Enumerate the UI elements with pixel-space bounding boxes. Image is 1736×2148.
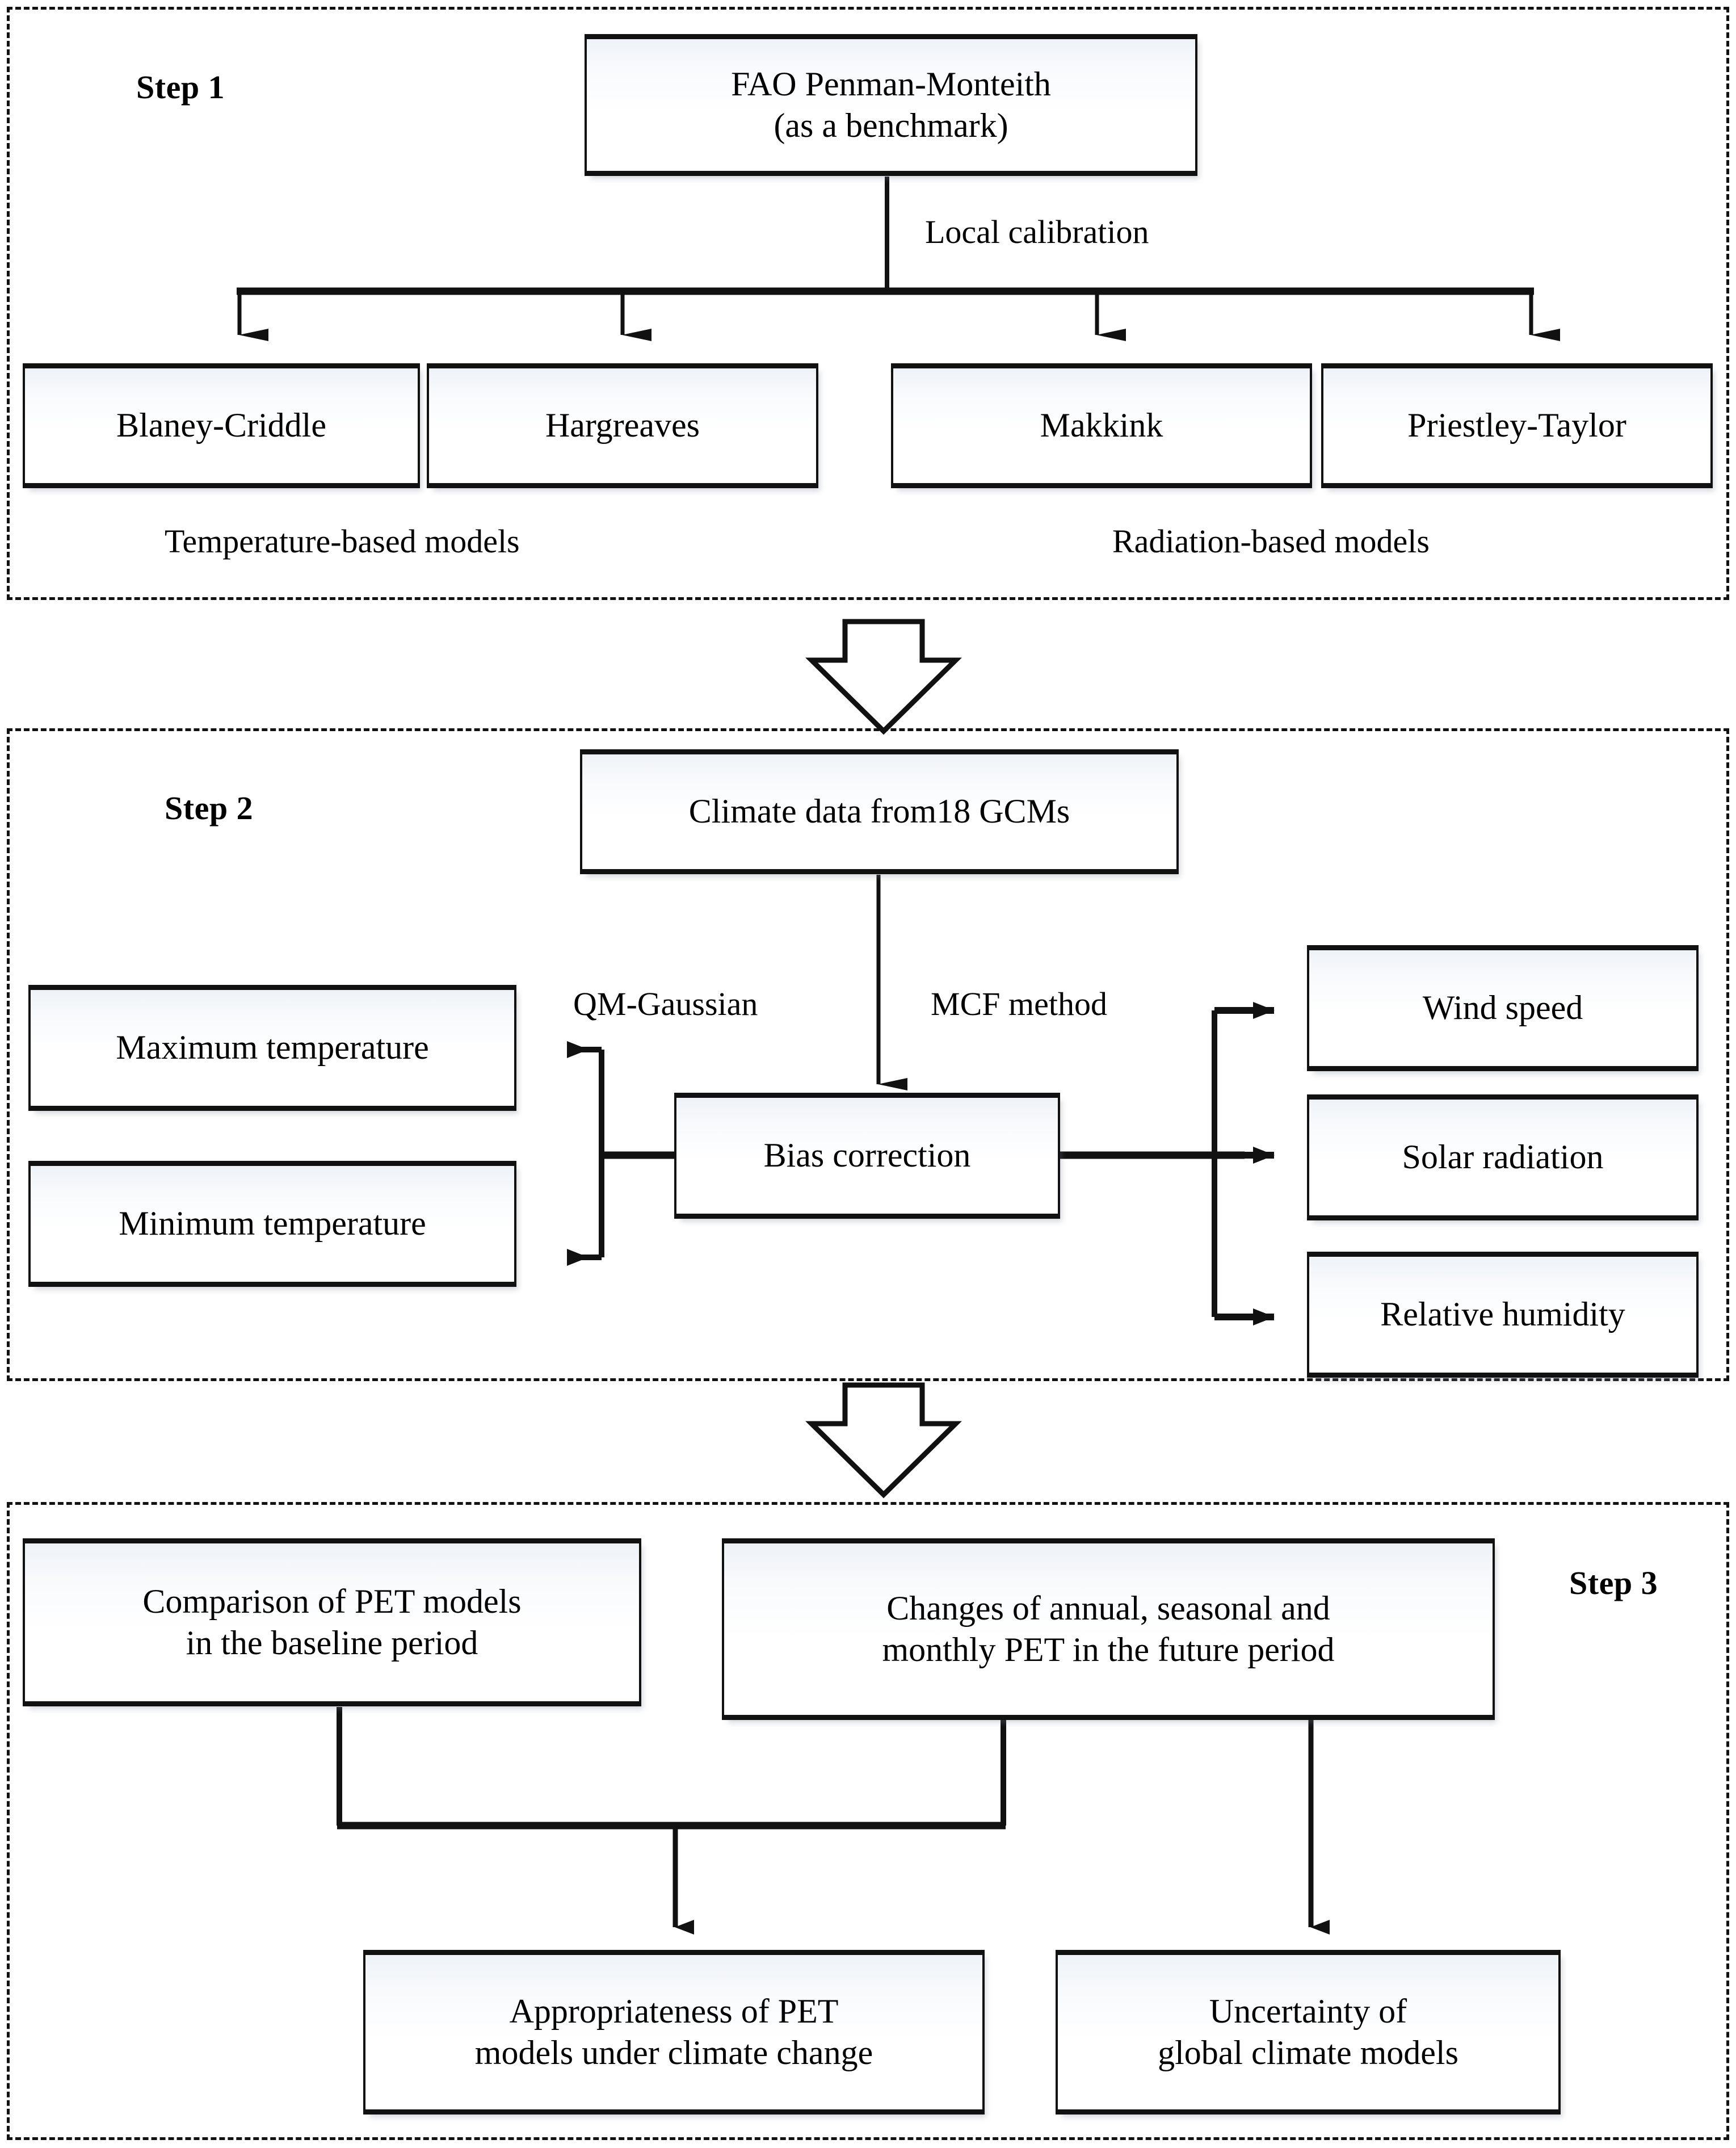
node-uncertainty-line-1: Uncertainty of (1209, 1992, 1407, 2030)
step-1-label: Step 1 (136, 69, 225, 106)
node-uncertainty-line-2: global climate models (1158, 2034, 1458, 2071)
node-blaney-criddle-label: Blaney-Criddle (116, 406, 326, 444)
block-arrow-step2-to-step3 (805, 1382, 962, 1499)
node-relative-humidity: Relative humidity (1307, 1252, 1699, 1378)
step-1-panel (7, 7, 1729, 600)
node-makkink-label: Makkink (1040, 406, 1163, 444)
node-fao-penman-monteith: FAO Penman-Monteith (as a benchmark) (585, 34, 1197, 176)
node-relative-humidity-label: Relative humidity (1380, 1295, 1625, 1333)
block-arrow-step1-to-step2 (805, 619, 962, 735)
node-fao-line-1: FAO Penman-Monteith (731, 65, 1051, 103)
group-label-radiation-based-models: Radiation-based models (1112, 523, 1430, 560)
node-comparison-line-1: Comparison of PET models (142, 1582, 522, 1620)
group-label-temperature-based-models: Temperature-based models (165, 523, 520, 560)
step-2-panel (7, 728, 1729, 1381)
node-blaney-criddle: Blaney-Criddle (23, 363, 420, 488)
node-appropriateness-pet-models: Appropriateness of PET models under clim… (363, 1950, 985, 2115)
node-comparison-line-2: in the baseline period (186, 1624, 478, 1662)
node-hargreaves-label: Hargreaves (545, 406, 700, 444)
step-2-label: Step 2 (165, 790, 254, 827)
node-uncertainty-gcms: Uncertainty of global climate models (1056, 1950, 1561, 2115)
node-solar-radiation-label: Solar radiation (1402, 1138, 1604, 1176)
node-minimum-temperature-label: Minimum temperature (119, 1205, 426, 1243)
node-changes-line-1: Changes of annual, seasonal and (886, 1589, 1330, 1627)
node-comparison-pet-models: Comparison of PET models in the baseline… (23, 1538, 641, 1706)
node-climate-data-label: Climate data from18 GCMs (688, 792, 1070, 830)
node-climate-data-gcms: Climate data from18 GCMs (580, 749, 1179, 874)
node-maximum-temperature-label: Maximum temperature (116, 1029, 429, 1067)
edge-label-qm-gaussian: QM-Gaussian (573, 985, 758, 1022)
node-priestley-taylor: Priestley-Taylor (1321, 363, 1713, 488)
edge-label-mcf-method: MCF method (931, 985, 1107, 1022)
node-maximum-temperature: Maximum temperature (28, 985, 516, 1111)
node-bias-correction-label: Bias correction (763, 1136, 971, 1174)
node-priestley-taylor-label: Priestley-Taylor (1407, 406, 1626, 444)
node-bias-correction: Bias correction (674, 1093, 1060, 1219)
edge-label-local-calibration: Local calibration (925, 213, 1149, 250)
node-changes-pet-future: Changes of annual, seasonal and monthly … (722, 1538, 1495, 1720)
node-solar-radiation: Solar radiation (1307, 1094, 1699, 1220)
node-wind-speed-label: Wind speed (1422, 989, 1583, 1027)
node-changes-line-2: monthly PET in the future period (882, 1631, 1335, 1668)
node-minimum-temperature: Minimum temperature (28, 1161, 516, 1287)
node-appropriateness-line-1: Appropriateness of PET (509, 1992, 839, 2030)
step-3-label: Step 3 (1569, 1564, 1658, 1601)
node-hargreaves: Hargreaves (427, 363, 818, 488)
node-appropriateness-line-2: models under climate change (474, 2034, 873, 2071)
step-3-panel (7, 1502, 1729, 2140)
node-makkink: Makkink (891, 363, 1312, 488)
node-fao-line-2: (as a benchmark) (774, 107, 1008, 144)
node-wind-speed: Wind speed (1307, 945, 1699, 1071)
